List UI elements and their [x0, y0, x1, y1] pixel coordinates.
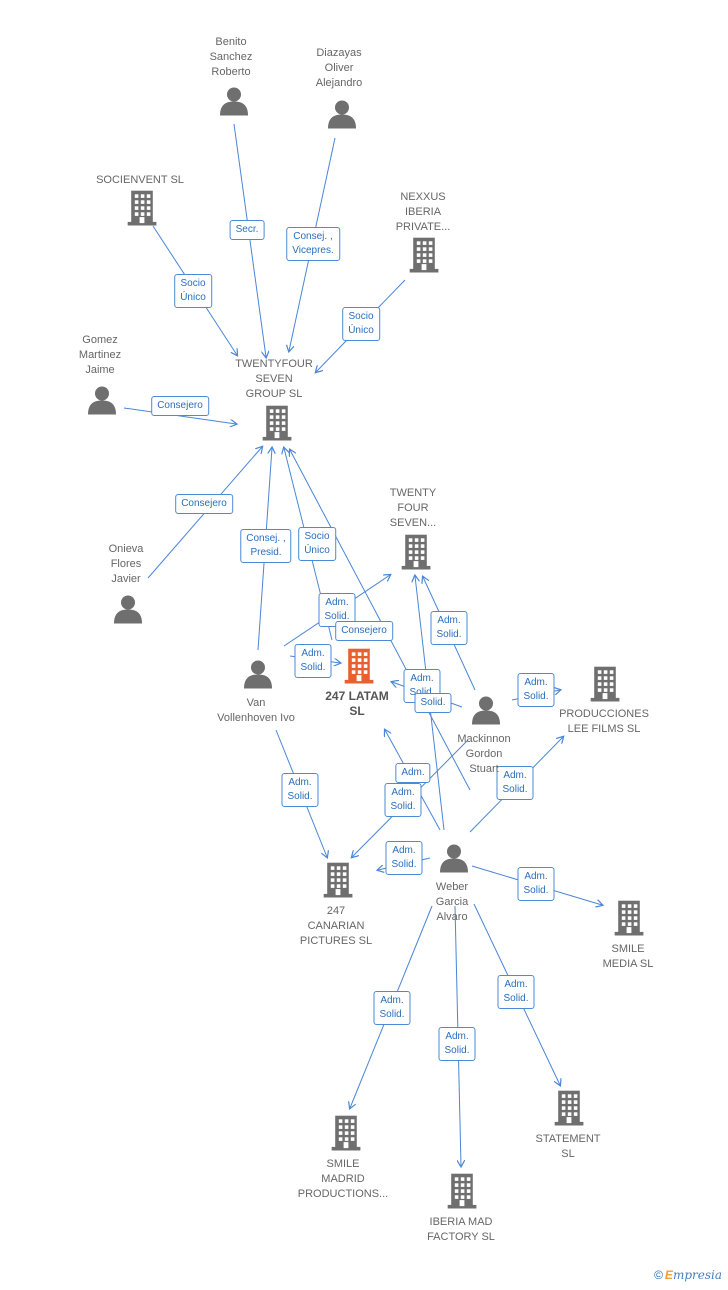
person-icon[interactable] [219, 86, 249, 121]
relation-label[interactable]: Adm. Solid. [294, 644, 332, 678]
person-name[interactable]: Onieva Flores Javier [108, 543, 144, 585]
relation-label[interactable]: Socio Único [298, 527, 336, 561]
person-name[interactable]: Weber Garcia Alvaro [435, 881, 469, 923]
person-icon[interactable] [439, 843, 469, 878]
building-icon[interactable] [554, 1090, 584, 1131]
person-name[interactable]: Gomez Martinez Jaime [78, 334, 122, 376]
relation-label[interactable]: Adm. Solid. [438, 1027, 476, 1061]
person-name[interactable]: Mackinnon Gordon Stuart [457, 733, 511, 775]
relation-label[interactable]: Consejero [175, 494, 233, 514]
relation-label[interactable]: Adm. Solid. [517, 673, 555, 707]
company-name[interactable]: PRODUCCIONES LEE FILMS SL [559, 708, 649, 735]
building-icon[interactable] [409, 237, 439, 278]
person-icon[interactable] [87, 385, 117, 420]
company-name[interactable]: SOCIENVENT SL [96, 174, 184, 186]
company-name[interactable]: STATEMENT SL [535, 1133, 601, 1160]
relation-line [290, 450, 471, 791]
building-icon[interactable] [401, 534, 431, 575]
person-icon[interactable] [471, 695, 501, 730]
company-name[interactable]: TWENTYFOUR SEVEN GROUP SL [235, 358, 313, 400]
person-name[interactable]: Benito Sanchez Roberto [209, 36, 253, 78]
copyright-symbol: © [654, 1268, 663, 1282]
relation-label[interactable]: Consejero [335, 621, 393, 641]
relation-label[interactable]: Consejero [151, 396, 209, 416]
building-icon[interactable] [323, 862, 353, 903]
company-name[interactable]: SMILE MADRID PRODUCTIONS... [297, 1158, 389, 1200]
relation-label[interactable]: Adm. Solid. [497, 975, 535, 1009]
relation-label[interactable]: Solid. [414, 693, 452, 713]
brand-logo-letter: E [664, 1268, 673, 1282]
relation-label[interactable]: Adm. [395, 763, 431, 783]
building-icon[interactable] [331, 1115, 361, 1156]
relation-label[interactable]: Consej. , Vicepres. [286, 227, 340, 261]
relation-label[interactable]: Secr. [229, 220, 265, 240]
relation-label[interactable]: Adm. Solid. [384, 783, 422, 817]
relation-line [233, 123, 266, 357]
relation-label[interactable]: Consej. , Presid. [240, 529, 292, 563]
brand-name: mpresia [672, 1268, 722, 1282]
person-icon[interactable] [327, 99, 357, 134]
person-icon[interactable] [243, 659, 273, 694]
building-icon[interactable] [127, 190, 157, 231]
relation-label[interactable]: Adm. Solid. [373, 991, 411, 1025]
company-name[interactable]: IBERIA MAD FACTORY SL [427, 1216, 495, 1243]
building-icon[interactable] [614, 900, 644, 941]
relation-label[interactable]: Socio Único [174, 274, 212, 308]
relation-label[interactable]: Adm. Solid. [517, 867, 555, 901]
person-icon[interactable] [113, 594, 143, 629]
relation-label[interactable]: Socio Único [342, 307, 380, 341]
brand-watermark: ©Empresia [654, 1268, 722, 1282]
relation-label[interactable]: Adm. Solid. [496, 766, 534, 800]
company-name[interactable]: SMILE MEDIA SL [602, 943, 654, 970]
company-name[interactable]: 247 CANARIAN PICTURES SL [299, 905, 373, 947]
person-name[interactable]: Van Vollenhoven Ivo [217, 697, 295, 724]
relation-label[interactable]: Adm. Solid. [430, 611, 468, 645]
relation-label[interactable]: Adm. Solid. [281, 773, 319, 807]
relation-label[interactable]: Adm. Solid. [385, 841, 423, 875]
company-name[interactable]: 247 LATAM SL [325, 689, 389, 718]
person-name[interactable]: Diazayas Oliver Alejandro [315, 47, 363, 89]
relation-line [123, 407, 236, 424]
building-icon[interactable] [262, 405, 292, 446]
company-name[interactable]: TWENTY FOUR SEVEN... [389, 487, 437, 529]
building-icon[interactable] [590, 666, 620, 707]
building-icon[interactable] [344, 648, 374, 689]
building-icon[interactable] [447, 1173, 477, 1214]
company-name[interactable]: NEXXUS IBERIA PRIVATE... [395, 191, 451, 233]
